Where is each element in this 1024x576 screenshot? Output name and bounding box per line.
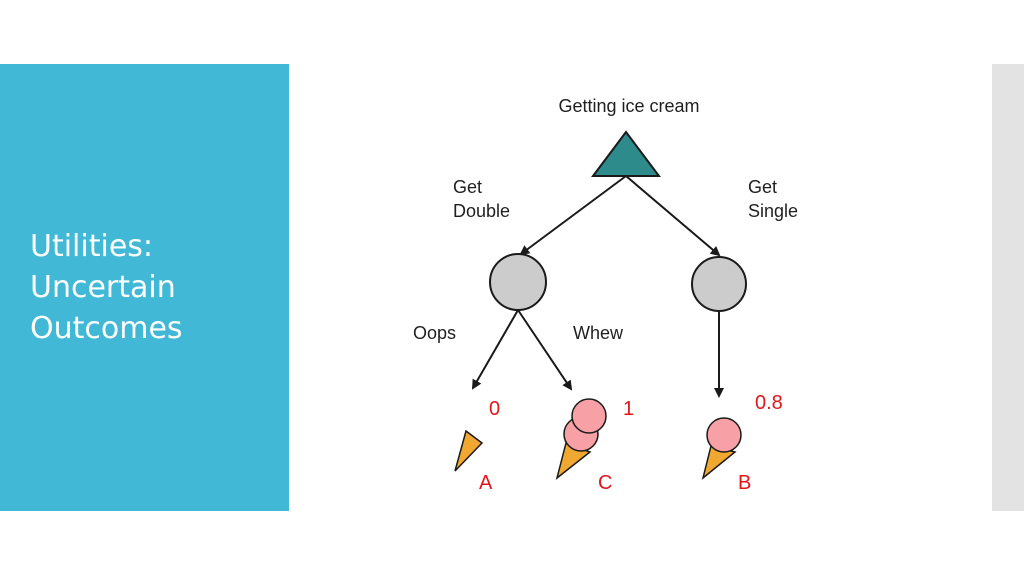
empty-cone-icon (454, 429, 484, 472)
root-decision-node (591, 130, 661, 177)
branch-label-double-line2: Double (453, 201, 510, 221)
edge-root-to-double (519, 175, 627, 256)
edge-root-to-single (625, 175, 721, 257)
outcome-letter-b: B (738, 472, 751, 494)
upper-scoop-icon (571, 398, 607, 434)
utility-value-a: 0 (489, 398, 500, 420)
utility-value-c: 1 (623, 398, 634, 420)
branch-label-double-line1: Get (453, 177, 482, 197)
slide-title: Utilities: Uncertain Outcomes (30, 226, 280, 349)
branch-label-single-line1: Get (748, 177, 777, 197)
title-line-2: Uncertain (30, 270, 176, 305)
chance-node-double (489, 253, 547, 311)
chance-node-single (691, 256, 747, 312)
title-panel (0, 64, 289, 511)
edge-double-to-whew (517, 309, 573, 391)
root-label: Getting ice cream (558, 96, 699, 116)
single-scoop-icon (706, 417, 742, 453)
title-line-3: Outcomes (30, 311, 183, 346)
utility-value-b: 0.8 (755, 392, 783, 414)
edge-double-to-oops (472, 309, 519, 390)
right-edge-strip (992, 64, 1024, 511)
branch-label-whew: Whew (573, 323, 624, 343)
branch-label-oops: Oops (413, 323, 456, 343)
outcome-letter-c: C (598, 472, 612, 494)
title-line-1: Utilities: (30, 229, 154, 264)
outcome-letter-a: A (479, 472, 493, 494)
branch-label-single-line2: Single (748, 201, 798, 221)
